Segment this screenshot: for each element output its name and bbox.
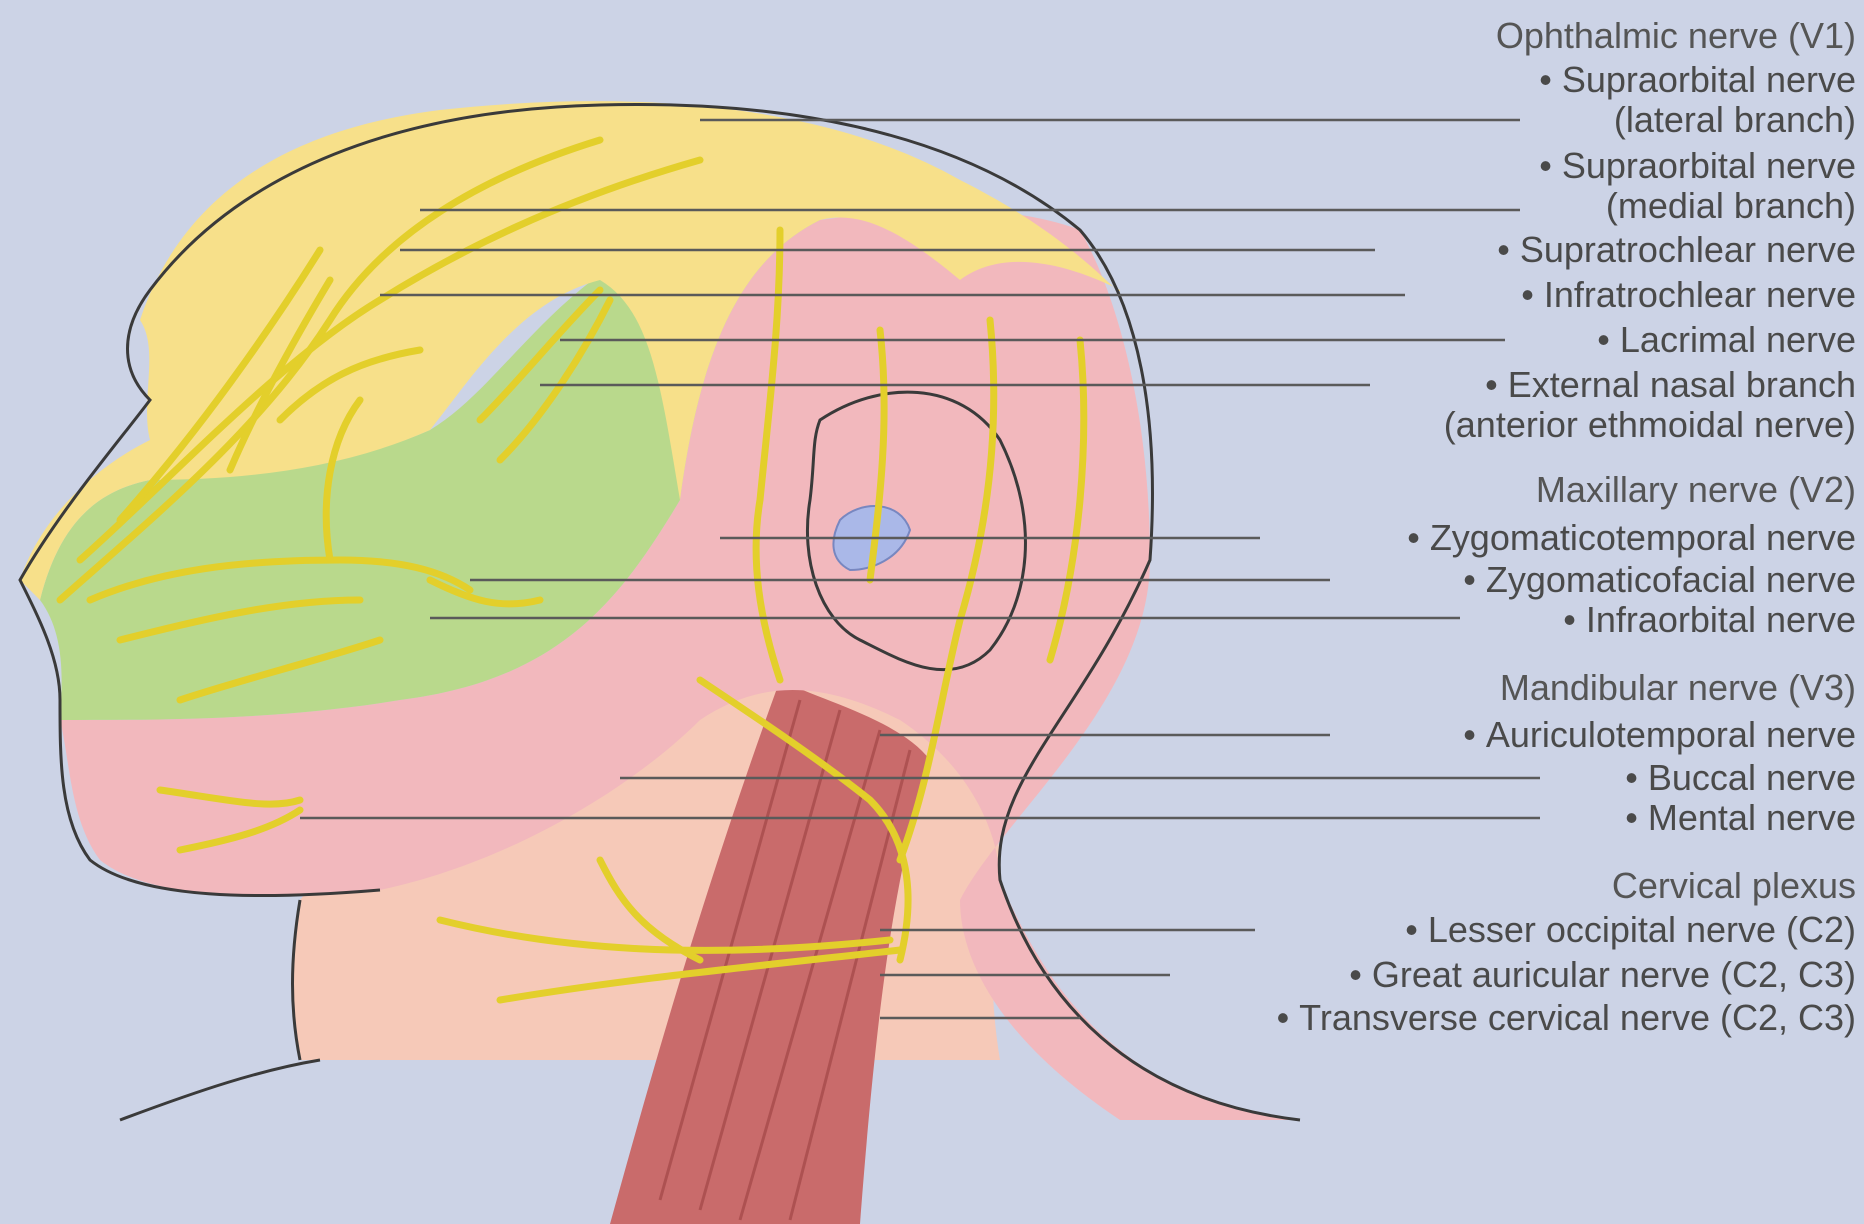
label-supraorbital-medial-sub: (medial branch) [1606,186,1856,226]
label-supraorbital-medial-line1: Supraorbital nerve [1562,145,1856,186]
label-lesser-occipital-text: Lesser occipital nerve (C2) [1428,909,1856,950]
label-infraorbital-text: Infraorbital nerve [1586,599,1856,640]
label-great-auricular-text: Great auricular nerve (C2, C3) [1372,954,1856,995]
label-lesser-occipital: •Lesser occipital nerve (C2) [1405,910,1856,950]
label-supraorbital-lateral-sub: (lateral branch) [1614,100,1856,140]
label-infraorbital: •Infraorbital nerve [1563,600,1856,640]
label-external-nasal: •External nasal branch [1485,365,1856,405]
label-supraorbital-lateral-line1: Supraorbital nerve [1562,59,1856,100]
bullet: • [1563,600,1576,640]
label-supraorbital-lateral: •Supraorbital nerve [1539,60,1856,100]
label-external-nasal-line2: (anterior ethmoidal nerve) [1444,404,1856,445]
label-infratrochlear: •Infratrochlear nerve [1521,275,1856,315]
label-auriculotemporal-text: Auriculotemporal nerve [1486,714,1856,755]
bullet: • [1349,955,1362,995]
label-transverse-cervical: •Transverse cervical nerve (C2, C3) [1277,998,1856,1038]
group-label-mandibular: Mandibular nerve (V3) [1500,668,1856,708]
label-external-nasal-sub: (anterior ethmoidal nerve) [1444,405,1856,445]
label-zygomaticofacial: •Zygomaticofacial nerve [1463,560,1856,600]
bullet: • [1463,560,1476,600]
bullet: • [1521,275,1534,315]
label-supraorbital-medial-line2: (medial branch) [1606,185,1856,226]
label-great-auricular: •Great auricular nerve (C2, C3) [1349,955,1856,995]
label-mental-text: Mental nerve [1648,797,1856,838]
bullet: • [1597,320,1610,360]
bullet: • [1405,910,1418,950]
label-zygomaticotemporal-text: Zygomaticotemporal nerve [1430,517,1856,558]
label-supratrochlear: •Supratrochlear nerve [1497,230,1856,270]
bullet: • [1539,146,1552,186]
group-label-ophthalmic: Ophthalmic nerve (V1) [1496,16,1856,56]
bullet: • [1625,758,1638,798]
label-buccal: •Buccal nerve [1625,758,1856,798]
bullet: • [1407,518,1420,558]
label-supraorbital-lateral-line2: (lateral branch) [1614,99,1856,140]
group-label-cervical: Cervical plexus [1612,866,1856,906]
bullet: • [1497,230,1510,270]
label-supraorbital-medial: •Supraorbital nerve [1539,146,1856,186]
label-external-nasal-line1: External nasal branch [1508,364,1856,405]
label-buccal-text: Buccal nerve [1648,757,1856,798]
bullet: • [1539,60,1552,100]
label-supratrochlear-text: Supratrochlear nerve [1520,229,1856,270]
bullet: • [1277,998,1290,1038]
group-label-maxillary-text: Maxillary nerve (V2) [1536,469,1856,510]
bullet: • [1463,715,1476,755]
label-auriculotemporal: •Auriculotemporal nerve [1463,715,1856,755]
label-lacrimal-text: Lacrimal nerve [1620,319,1856,360]
bullet: • [1625,798,1638,838]
label-transverse-cervical-text: Transverse cervical nerve (C2, C3) [1299,997,1856,1038]
label-zygomaticofacial-text: Zygomaticofacial nerve [1486,559,1856,600]
group-label-ophthalmic-text: Ophthalmic nerve (V1) [1496,15,1856,56]
group-label-mandibular-text: Mandibular nerve (V3) [1500,667,1856,708]
label-mental: •Mental nerve [1625,798,1856,838]
label-lacrimal: •Lacrimal nerve [1597,320,1856,360]
bullet: • [1485,365,1498,405]
label-infratrochlear-text: Infratrochlear nerve [1544,274,1856,315]
group-label-maxillary: Maxillary nerve (V2) [1536,470,1856,510]
label-zygomaticotemporal: •Zygomaticotemporal nerve [1407,518,1856,558]
group-label-cervical-text: Cervical plexus [1612,865,1856,906]
